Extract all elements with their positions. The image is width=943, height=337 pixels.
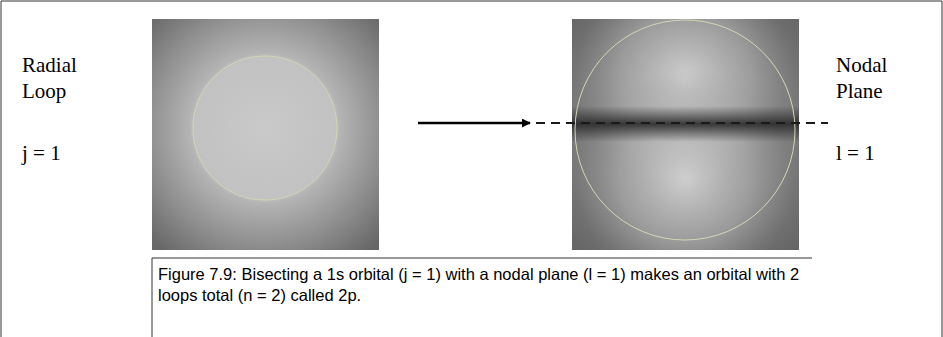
quantum-number: j = 1 xyxy=(22,140,132,166)
quantum-number: l = 1 xyxy=(836,140,936,166)
feature-label: Nodal Plane xyxy=(836,52,936,105)
feature-label: Radial Loop xyxy=(22,52,122,105)
figure-caption: Figure 7.9: Bisecting a 1s orbital (j = … xyxy=(158,264,818,307)
